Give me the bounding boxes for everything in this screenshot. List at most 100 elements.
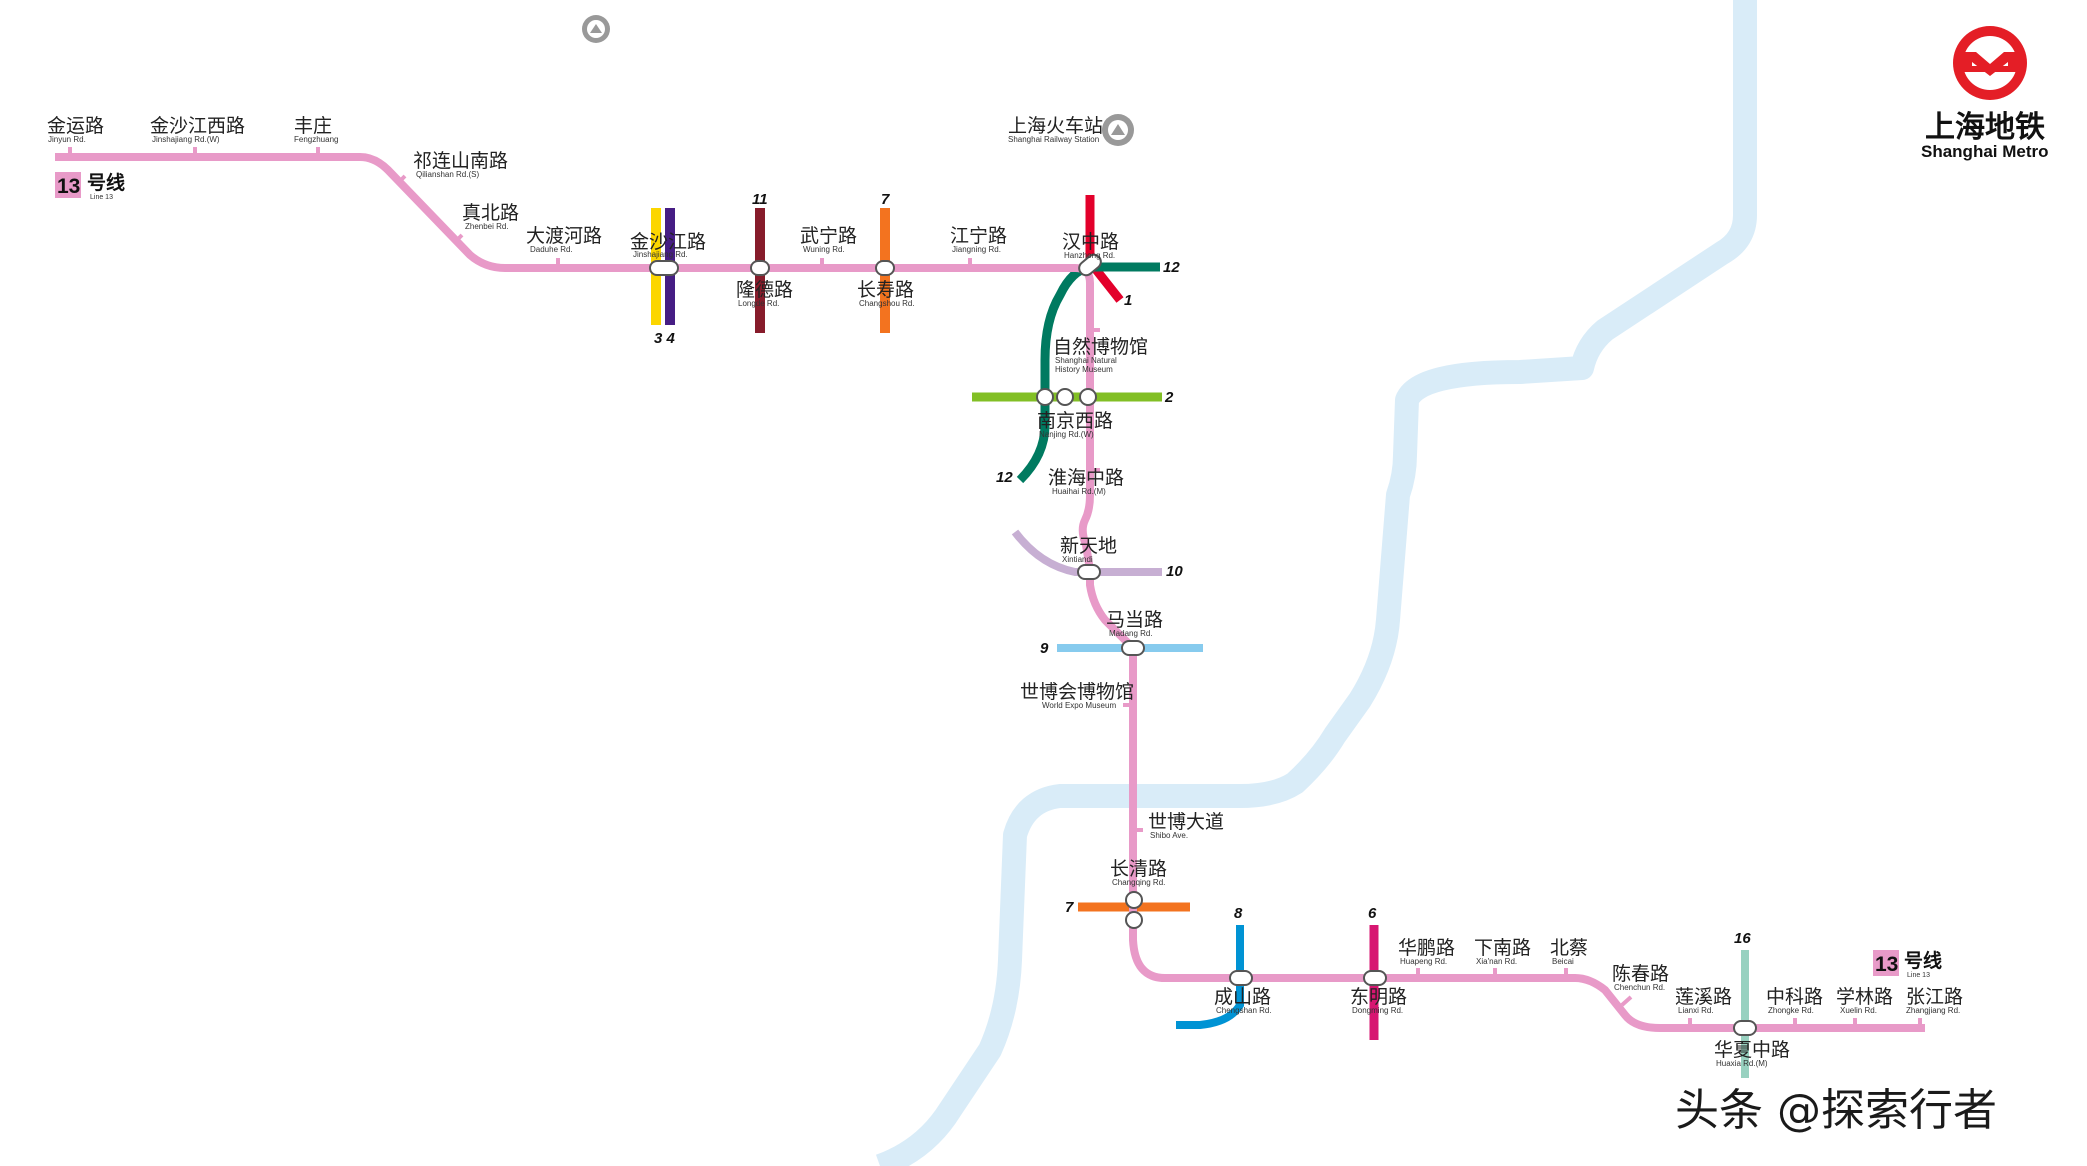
svg-text:Zhangjiang Rd.: Zhangjiang Rd. [1906,1006,1960,1015]
shanghai-metro-logo: 上海地铁 Shanghai Metro [1921,26,2049,161]
station-ticks [68,147,1922,1028]
svg-text:世博会博物馆: 世博会博物馆 [1020,681,1134,703]
station-xianan[interactable]: 下南路 Xia'nan Rd. [1474,937,1531,966]
svg-text:自然博物馆: 自然博物馆 [1053,336,1148,358]
station-lianxi[interactable]: 莲溪路 Lianxi Rd. [1675,986,1732,1015]
station-expo-museum[interactable]: 世博会博物馆 World Expo Museum [1020,681,1134,710]
svg-text:13: 13 [57,175,80,198]
station-zhenbei[interactable]: 真北路 Zhenbei Rd. [462,202,519,231]
station-daduhe[interactable]: 大渡河路 Daduhe Rd. [526,225,602,254]
svg-text:金沙江路: 金沙江路 [630,231,706,253]
label-line-6: 6 [1368,905,1377,922]
svg-text:Qilianshan Rd.(S): Qilianshan Rd.(S) [416,170,479,179]
station-longde[interactable]: 隆德路 Longde Rd. [736,279,793,308]
svg-text:北蔡: 北蔡 [1550,937,1588,959]
station-changqing[interactable]: 长清路 Changqing Rd. [1110,858,1167,887]
line-13-badge-east: 13 号线 Line 13 [1873,949,1942,979]
line-12-segment [1016,262,1160,484]
svg-text:下南路: 下南路 [1474,937,1531,959]
station-jinshajiang[interactable]: 金沙江路 Jinshajiang Rd. [630,231,706,259]
svg-text:号线: 号线 [1904,949,1942,972]
svg-text:Jinshajiang Rd.: Jinshajiang Rd. [633,250,688,259]
station-shibo-ave[interactable]: 世博大道 Shibo Ave. [1148,811,1224,840]
station-jinyun[interactable]: 金运路 Jinyun Rd. [47,115,104,144]
station-chenchun[interactable]: 陈春路 Chenchun Rd. [1612,963,1669,992]
svg-text:陈春路: 陈春路 [1612,963,1669,985]
svg-text:中科路: 中科路 [1766,986,1823,1008]
svg-text:Xintiandi: Xintiandi [1062,555,1093,564]
svg-text:长寿路: 长寿路 [857,279,914,301]
svg-text:Chenchun Rd.: Chenchun Rd. [1614,983,1665,992]
station-huaihai[interactable]: 淮海中路 Huaihai Rd.(M) [1048,467,1124,496]
station-beicai[interactable]: 北蔡 Beicai [1550,937,1588,966]
svg-text:Beicai: Beicai [1552,957,1574,966]
svg-text:Shanghai Natural: Shanghai Natural [1055,356,1117,365]
svg-text:Zhongke Rd.: Zhongke Rd. [1768,1006,1814,1015]
svg-text:Xuelin Rd.: Xuelin Rd. [1840,1006,1877,1015]
label-line-2: 2 [1164,389,1174,406]
svg-text:丰庄: 丰庄 [294,115,332,137]
railway-icon-top [582,15,610,43]
svg-text:华夏中路: 华夏中路 [1714,1039,1790,1061]
svg-text:Jinshajiang Rd.(W): Jinshajiang Rd.(W) [152,135,220,144]
station-xuelin[interactable]: 学林路 Xuelin Rd. [1836,986,1893,1015]
station-dongming[interactable]: 东明路 Dongming Rd. [1350,986,1407,1015]
svg-text:Shibo Ave.: Shibo Ave. [1150,831,1188,840]
svg-text:Line 13: Line 13 [90,194,113,201]
label-line-16: 16 [1734,930,1751,947]
label-line-10: 10 [1166,563,1183,580]
svg-text:江宁路: 江宁路 [950,225,1007,247]
svg-text:Xia'nan Rd.: Xia'nan Rd. [1476,957,1517,966]
svg-text:Daduhe Rd.: Daduhe Rd. [530,245,573,254]
svg-text:Wuning Rd.: Wuning Rd. [803,245,845,254]
svg-text:History Museum: History Museum [1055,365,1113,374]
label-line-12-south: 12 [996,469,1013,486]
station-zhangjiang[interactable]: 张江路 Zhangjiang Rd. [1906,986,1963,1015]
station-qilianshan[interactable]: 祁连山南路 Qilianshan Rd.(S) [413,150,508,179]
svg-text:Madang Rd.: Madang Rd. [1109,629,1153,638]
station-nanjing-w[interactable]: 南京西路 Nanjing Rd.(W) [1037,410,1113,439]
station-huaxia[interactable]: 华夏中路 Huaxia Rd.(M) [1714,1039,1790,1068]
svg-text:南京西路: 南京西路 [1037,410,1113,432]
line-10-segment [1011,529,1162,576]
label-line-1: 1 [1124,292,1132,309]
svg-text:武宁路: 武宁路 [800,225,857,247]
svg-text:莲溪路: 莲溪路 [1675,986,1732,1008]
svg-text:号线: 号线 [87,171,125,194]
svg-text:祁连山南路: 祁连山南路 [413,150,508,172]
label-line-12-east: 12 [1163,259,1180,276]
label-line-11: 11 [752,191,768,208]
interchange-markers [649,253,1757,1036]
svg-text:金运路: 金运路 [47,115,104,137]
railway-station-icon [1102,114,1134,146]
station-jiangning[interactable]: 江宁路 Jiangning Rd. [950,225,1007,254]
station-huapeng[interactable]: 华鹏路 Huapeng Rd. [1398,937,1455,966]
station-zhongke[interactable]: 中科路 Zhongke Rd. [1766,986,1823,1015]
svg-text:Zhenbei Rd.: Zhenbei Rd. [465,222,509,231]
station-chengshan[interactable]: 成山路 Chengshan Rd. [1214,986,1272,1015]
svg-text:Hanzhong Rd.: Hanzhong Rd. [1064,251,1115,260]
svg-text:东明路: 东明路 [1350,986,1407,1008]
huangpu-river [875,0,1757,1166]
label-line-3-4: 3 4 [654,330,676,347]
svg-text:金沙江西路: 金沙江西路 [150,115,245,137]
station-xintiandi[interactable]: 新天地 Xintiandi [1060,535,1117,564]
svg-text:大渡河路: 大渡河路 [526,225,602,247]
station-jinshajiang-w[interactable]: 金沙江西路 Jinshajiang Rd.(W) [150,115,245,144]
station-madang[interactable]: 马当路 Madang Rd. [1106,609,1163,638]
station-natural-history-museum[interactable]: 自然博物馆 Shanghai Natural History Museum [1053,336,1148,374]
svg-text:真北路: 真北路 [462,202,519,224]
svg-text:华鹏路: 华鹏路 [1398,937,1455,959]
station-changshou[interactable]: 长寿路 Changshou Rd. [857,279,915,308]
label-line-7-bottom: 7 [1065,899,1074,916]
svg-text:13: 13 [1875,953,1898,976]
svg-text:Jinyun Rd.: Jinyun Rd. [48,135,86,144]
station-wuning[interactable]: 武宁路 Wuning Rd. [800,225,857,254]
station-hanzhong[interactable]: 汉中路 Hanzhong Rd. [1062,231,1119,260]
svg-text:Huaxia Rd.(M): Huaxia Rd.(M) [1716,1059,1768,1068]
svg-text:长清路: 长清路 [1110,858,1167,880]
svg-text:Huapeng Rd.: Huapeng Rd. [1400,957,1447,966]
label-line-7-top: 7 [881,191,890,208]
station-fengzhuang[interactable]: 丰庄 Fengzhuang [294,115,338,144]
